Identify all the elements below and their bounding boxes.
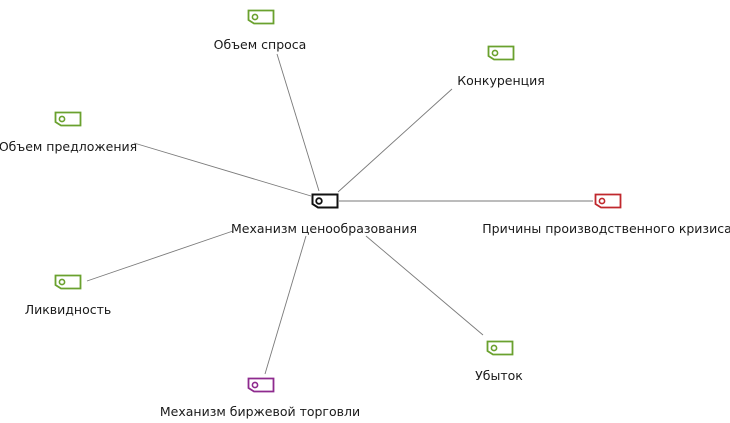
node-label-exchange[interactable]: Механизм биржевой торговли	[159, 404, 361, 419]
node-label-supply[interactable]: Объем предложения	[0, 139, 138, 154]
tag-hole	[58, 278, 66, 286]
edge-demand	[276, 53, 320, 192]
edge-competition	[337, 88, 453, 193]
tag-hole	[58, 115, 66, 123]
center-node-label[interactable]: Механизм ценообразования	[231, 221, 417, 236]
node-icon-loss[interactable]	[485, 339, 515, 357]
node-label-demand[interactable]: Объем спроса	[213, 37, 307, 52]
node-icon-competition[interactable]	[486, 44, 516, 62]
center-node-icon[interactable]	[310, 192, 340, 210]
node-label-crisis[interactable]: Причины производственного кризиса	[482, 221, 730, 236]
node-label-competition[interactable]: Конкуренция	[457, 73, 545, 88]
node-icon-crisis[interactable]	[593, 192, 623, 210]
tag-hole	[251, 13, 259, 21]
node-label-liquidity[interactable]: Ликвидность	[24, 302, 112, 317]
tag-hole	[315, 197, 323, 205]
tag-hole	[490, 344, 498, 352]
node-icon-supply[interactable]	[53, 110, 83, 128]
node-icon-demand[interactable]	[246, 8, 276, 26]
edge-supply	[133, 142, 312, 197]
node-icon-exchange[interactable]	[246, 376, 276, 394]
edge-liquidity	[86, 230, 234, 282]
tag-hole	[251, 381, 259, 389]
edge-exchange	[264, 235, 307, 375]
edge-loss	[365, 235, 484, 336]
node-label-loss[interactable]: Убыток	[475, 368, 523, 383]
tag-hole	[491, 49, 499, 57]
tag-hole	[598, 197, 606, 205]
node-icon-liquidity[interactable]	[53, 273, 83, 291]
